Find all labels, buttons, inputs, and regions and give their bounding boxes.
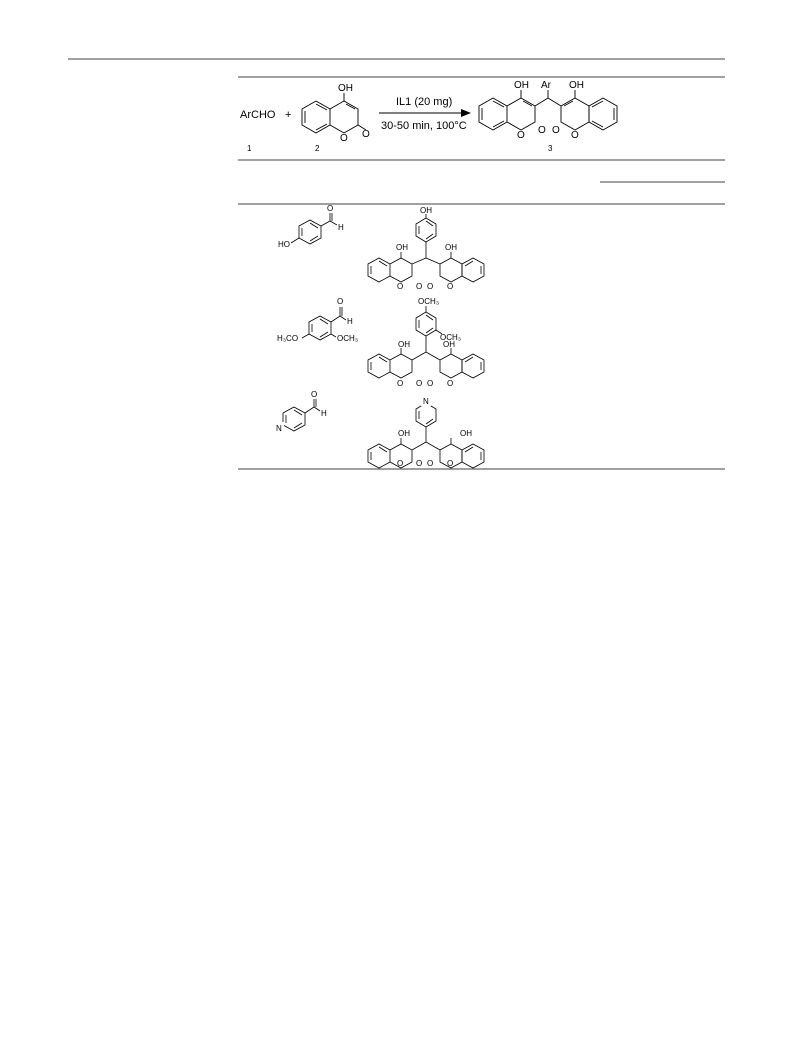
hydroxycoumarin-structure (301, 93, 367, 134)
plus-sign: + (285, 109, 291, 121)
product-ar: Ar (541, 80, 552, 91)
compound-label-3: 3 (548, 144, 553, 153)
aldehyde-och3: OCH₃ (337, 334, 358, 343)
product-carbonyl-o-right: O (427, 379, 433, 388)
reactant-archo: ArCHO (240, 109, 276, 121)
product-oh-right: OH (445, 243, 457, 252)
product-carbonyl-o-left: O (538, 125, 546, 136)
product-side-och3: OCH₃ (440, 333, 461, 342)
product-oh-right: OH (569, 80, 584, 91)
product-structure (367, 402, 485, 469)
product-carbonyl-o-right: O (427, 282, 433, 291)
product-carbonyl-o-left: O (416, 282, 422, 291)
product-carbonyl-o-right: O (552, 125, 560, 136)
product-ring-o-right: O (447, 379, 453, 388)
aldehyde-n: N (276, 424, 282, 433)
hydroxycoumarin-oh: OH (338, 83, 353, 94)
product-top-och3: OCH₃ (418, 297, 439, 306)
aldehyde-h: H (338, 223, 344, 232)
product-pyridine-n: N (423, 397, 429, 406)
product-structure (367, 214, 485, 283)
product-top-oh: OH (420, 206, 432, 215)
aldehyde-ho: HO (278, 240, 290, 249)
product-ring-o-left: O (397, 459, 403, 468)
product-oh-right: OH (443, 340, 455, 349)
aldehyde-o: O (337, 297, 343, 306)
product-oh-left: OH (396, 243, 408, 252)
table-row: O H HO OH OH OH O O O O (278, 204, 485, 291)
compound-label-1: 1 (247, 144, 252, 153)
product-ring-o-right: O (571, 130, 579, 141)
conditions-catalyst: IL1 (20 mg) (396, 96, 452, 108)
aldehyde-o: O (327, 204, 333, 213)
aldehyde-structure (301, 307, 347, 341)
product-carbonyl-o-right: O (427, 459, 433, 468)
aldehyde-structure (290, 213, 338, 245)
product-ring-o-left: O (517, 130, 525, 141)
product-oh-left: OH (514, 80, 529, 91)
product-structure (367, 306, 485, 379)
reaction-scheme: ArCHO + OH O O IL1 (20 mg) 30-50 min, 10… (240, 80, 618, 153)
conditions-time-temp: 30-50 min, 100°C (381, 120, 467, 132)
hydroxycoumarin-carbonyl-o: O (362, 129, 370, 140)
product-oh-right: OH (460, 429, 472, 438)
product-oh-left: OH (398, 429, 410, 438)
product-ring-o-left: O (397, 379, 403, 388)
aldehyde-structure (282, 399, 321, 432)
hydroxycoumarin-ring-o: O (340, 133, 348, 144)
product-ring-o-right: O (447, 459, 453, 468)
product-carbonyl-o-left: O (416, 459, 422, 468)
compound-label-2: 2 (315, 144, 320, 153)
aldehyde-o: O (311, 390, 317, 399)
aldehyde-h: H (321, 409, 327, 418)
biscoumarin-structure (478, 90, 618, 131)
aldehyde-h: H (347, 317, 353, 326)
product-carbonyl-o-left: O (416, 379, 422, 388)
product-ring-o-left: O (397, 282, 403, 291)
product-ring-o-right: O (447, 282, 453, 291)
table-row: O H H₃CO OCH₃ OCH₃ OCH₃ OH O (277, 297, 485, 388)
table-row: N O H N OH OH O O O O (275, 390, 485, 469)
product-oh-left: OH (398, 340, 410, 349)
aldehyde-h3co: H₃CO (277, 334, 298, 343)
